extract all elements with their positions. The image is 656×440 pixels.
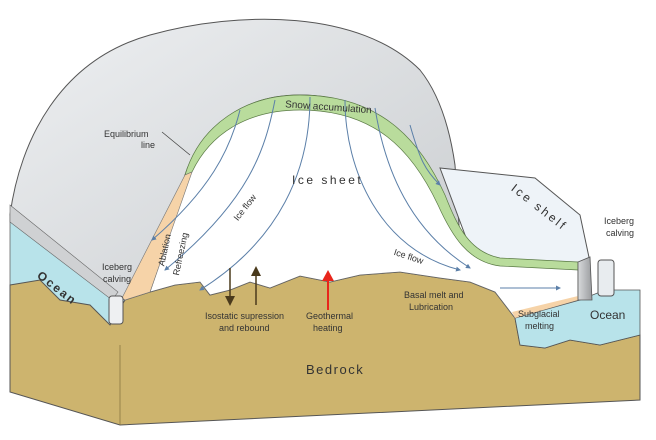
ice-shelf-front [577, 256, 593, 301]
label-ocean-right: Ocean [590, 308, 625, 322]
iceberg-right [597, 259, 615, 297]
label-ice-sheet: Ice sheet [292, 173, 363, 187]
label-bedrock: Bedrock [306, 362, 364, 377]
iceberg-left [108, 295, 124, 325]
ocean-right [514, 289, 641, 349]
ice-flow-arrows [151, 96, 561, 291]
